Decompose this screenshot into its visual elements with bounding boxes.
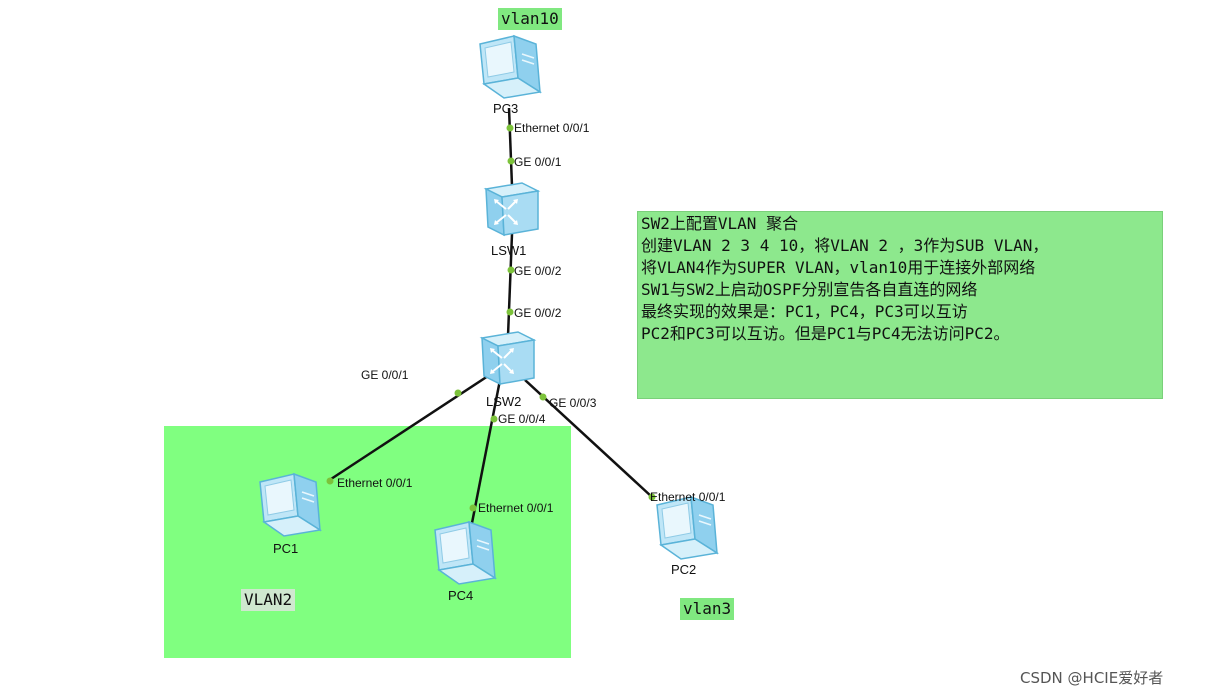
link-lsw2-pc4	[470, 379, 502, 524]
port-label-lsw1-ge002: GE 0/0/2	[514, 264, 562, 278]
note-line: 将VLAN4作为SUPER VLAN，vlan10用于连接外部网络	[641, 258, 1036, 277]
link-lsw2-pc2	[524, 379, 653, 498]
port-label-lsw2-ge002: GE 0/0/2	[514, 306, 562, 320]
vlan3-tag: vlan3	[680, 598, 735, 620]
port-label-pc4-eth: Ethernet 0/0/1	[478, 501, 554, 515]
port-label-lsw2-ge004: GE 0/0/4	[498, 412, 546, 426]
port-label-pc2-eth: Ethernet 0/0/1	[650, 490, 726, 504]
pc1-label: PC1	[273, 541, 299, 556]
link-lsw2-pc1	[327, 374, 489, 483]
pc4-icon[interactable]	[429, 520, 499, 586]
link-pc3-lsw1	[507, 107, 514, 187]
port-dot	[454, 389, 462, 397]
pc3-icon[interactable]	[474, 34, 544, 100]
vlan2-zone	[164, 426, 571, 658]
port-dot	[648, 493, 656, 501]
pc3-label: PC3	[493, 101, 519, 116]
note-line: 最终实现的效果是：PC1，PC4，PC3可以互访	[641, 302, 968, 321]
note-line: 创建VLAN 2 3 4 10，将VLAN 2 ，3作为SUB VLAN，	[641, 236, 1049, 255]
vlan10-tag: vlan10	[498, 8, 562, 30]
note-line: SW1与SW2上启动OSPF分别宣告各自直连的网络	[641, 280, 978, 299]
pc4-label: PC4	[448, 588, 474, 603]
note-line: SW2上配置VLAN 聚合	[641, 214, 799, 233]
port-dot	[507, 157, 515, 165]
vlan2-tag: VLAN2	[241, 589, 296, 611]
watermark: CSDN @HCIE爱好者	[1020, 669, 1164, 687]
port-label-pc3-eth: Ethernet 0/0/1	[514, 121, 590, 135]
port-dots	[326, 124, 656, 512]
port-dot	[490, 415, 498, 423]
port-dot	[506, 124, 514, 132]
port-dot	[469, 504, 477, 512]
lsw1-switch-icon[interactable]	[482, 181, 542, 237]
lsw1-label: LSW1	[491, 243, 527, 258]
lsw2-label: LSW2	[486, 394, 522, 409]
note-line: PC2和PC3可以互访。但是PC1与PC4无法访问PC2。	[641, 324, 1010, 343]
port-dot	[539, 393, 547, 401]
port-label-pc1-eth: Ethernet 0/0/1	[337, 476, 413, 490]
port-label-lsw2-ge003: GE 0/0/3	[549, 396, 597, 410]
pc1-icon[interactable]	[254, 472, 324, 538]
config-note: SW2上配置VLAN 聚合 创建VLAN 2 3 4 10，将VLAN 2 ，3…	[637, 211, 1163, 399]
port-label-lsw1-ge001: GE 0/0/1	[514, 155, 562, 169]
link-lsw1-lsw2	[506, 233, 514, 337]
port-label-lsw2-ge001: GE 0/0/1	[361, 368, 409, 382]
port-dot	[507, 266, 515, 274]
pc2-label: PC2	[671, 562, 697, 577]
lsw2-switch-icon[interactable]	[478, 330, 538, 386]
port-dot	[506, 308, 514, 316]
pc2-icon[interactable]	[651, 495, 721, 561]
port-dot	[326, 477, 334, 485]
